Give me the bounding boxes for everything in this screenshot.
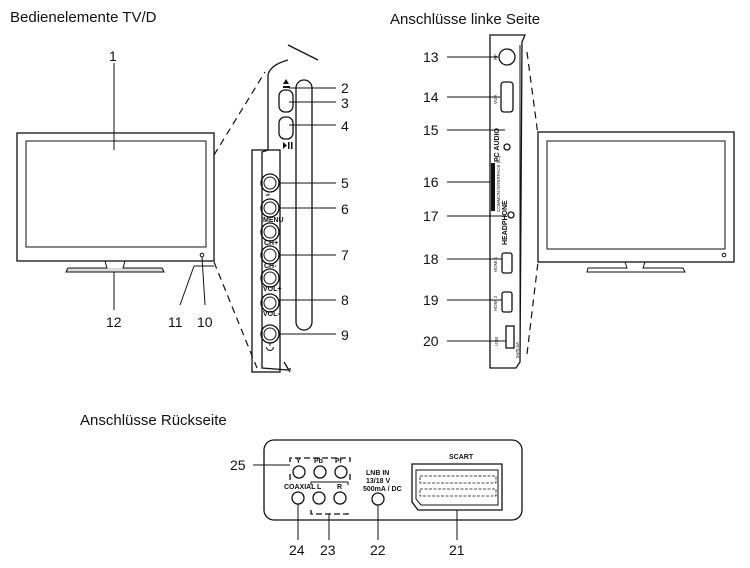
callout-7: 7	[341, 247, 349, 263]
power-icon	[266, 342, 274, 351]
callout-19: 19	[423, 292, 439, 308]
component-pb-label: Pb	[314, 458, 323, 465]
volume-up-label: VOL+	[263, 286, 281, 293]
rf-port	[498, 48, 516, 66]
pc-audio-port	[503, 143, 511, 151]
title-rear-connections: Anschlüsse Rückseite	[80, 412, 227, 429]
component-pb-port	[313, 465, 327, 479]
callout-20: 20	[423, 333, 439, 349]
callout-23: 23	[320, 542, 336, 558]
component-y-label: Y	[296, 458, 301, 465]
coaxial-label: COAXIAL	[284, 484, 316, 491]
side-connector-panel: RF VGA PC AUDIO COMMON INTERFACE (CI) HE…	[489, 34, 526, 369]
tv-front-right	[537, 131, 735, 273]
title-controls: Bedienelemente TV/D	[10, 9, 157, 26]
channel-down-label: CH-	[264, 263, 277, 270]
eject-icon	[283, 79, 289, 84]
callout-14: 14	[423, 89, 439, 105]
source-button[interactable]	[278, 89, 294, 113]
component-pr-label: Pr	[335, 458, 343, 465]
rear-connector-panel: Y Pb Pr COAXIAL L R LNB IN 13/18 V 500mA…	[263, 439, 523, 521]
input-button[interactable]	[260, 173, 280, 193]
hdmi2-label: HDMI 2	[493, 295, 498, 311]
headphone-label: HEADPHONE	[502, 200, 509, 245]
channel-up-label: CH+	[264, 240, 278, 247]
audio-r-port	[333, 491, 347, 505]
headphone-port	[507, 211, 515, 219]
lnb-label-line1: LNB IN	[366, 470, 389, 477]
scart-pins	[419, 475, 497, 497]
callout-25: 25	[230, 457, 246, 473]
menu-button[interactable]	[260, 198, 280, 218]
usb-port	[505, 325, 515, 349]
callout-1: 1	[109, 48, 117, 64]
power-indicator-led	[199, 252, 205, 258]
audio-l-port	[312, 491, 326, 505]
usb-rating-label: 5V/0.5A	[515, 342, 520, 358]
callout-16: 16	[423, 174, 439, 190]
component-pr-port	[334, 465, 348, 479]
callout-3: 3	[341, 95, 349, 111]
hdmi1-label: HDMI 1	[493, 256, 498, 272]
scart-label: SCART	[449, 454, 474, 461]
component-y-port	[292, 465, 306, 479]
lnb-in-port	[371, 492, 385, 506]
coaxial-port	[291, 491, 305, 505]
callout-21: 21	[449, 542, 465, 558]
hdmi2-port	[501, 291, 513, 313]
input-icon: ⇄	[266, 192, 270, 197]
power-button[interactable]	[260, 324, 280, 344]
channel-up-button[interactable]	[260, 222, 280, 242]
callout-9: 9	[341, 327, 349, 343]
pc-audio-label: PC AUDIO	[494, 127, 501, 162]
callout-13: 13	[423, 49, 439, 65]
lnb-label-line3: 500mA / DC	[363, 486, 402, 493]
callout-12: 12	[106, 314, 122, 330]
lnb-label-line2: 13/18 V	[366, 478, 390, 485]
tv-front-left	[16, 132, 215, 273]
audio-r-label: R	[337, 484, 342, 491]
common-interface-label: COMMON INTERFACE (CI)	[496, 155, 501, 212]
vga-port	[500, 81, 514, 113]
volume-down-label: VOL-	[263, 311, 280, 318]
volume-down-button[interactable]	[260, 293, 280, 313]
callout-2: 2	[341, 80, 349, 96]
scart-port	[411, 463, 503, 511]
audio-l-label: L	[317, 484, 322, 491]
callout-11: 11	[168, 314, 183, 330]
play-pause-button[interactable]	[278, 116, 294, 140]
channel-down-button[interactable]	[260, 245, 280, 265]
callout-22: 22	[370, 542, 386, 558]
callout-18: 18	[423, 251, 439, 267]
common-interface-slot	[491, 163, 495, 211]
menu-label: MENU	[263, 217, 284, 224]
vga-label: VGA	[493, 94, 498, 104]
callout-24: 24	[289, 542, 305, 558]
callout-10: 10	[197, 314, 213, 330]
title-side-connections: Anschlüsse linke Seite	[390, 11, 540, 28]
callout-8: 8	[341, 292, 349, 308]
callout-15: 15	[423, 122, 439, 138]
callout-5: 5	[341, 175, 349, 191]
callout-6: 6	[341, 201, 349, 217]
callout-17: 17	[423, 208, 439, 224]
callout-4: 4	[341, 118, 349, 134]
side-control-panel: ⇄ MENU CH+ CH- VOL+ VOL-	[251, 44, 319, 373]
hdmi1-port	[501, 252, 513, 274]
volume-up-button[interactable]	[260, 268, 280, 288]
play-pause-icon	[283, 142, 287, 149]
